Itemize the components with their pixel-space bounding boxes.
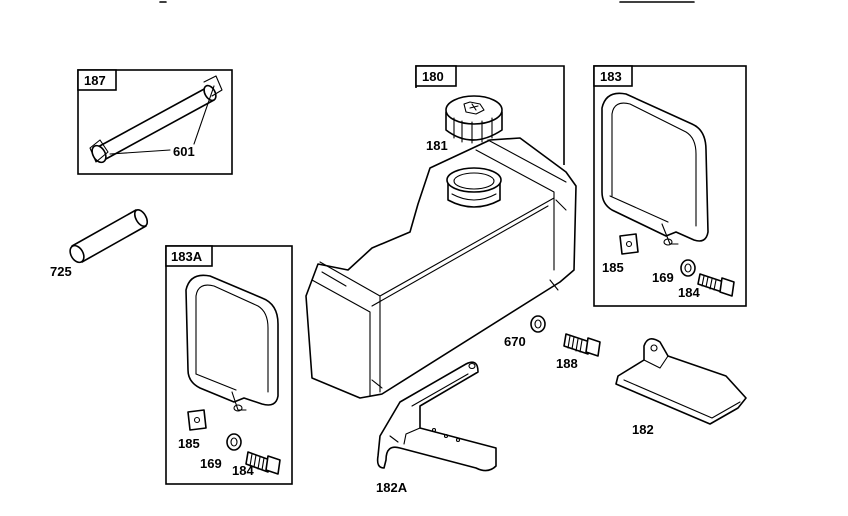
fuel-cap-181[interactable] xyxy=(445,95,503,144)
group-183-frame xyxy=(593,65,747,307)
washer-169-left[interactable] xyxy=(226,433,242,451)
leader-601 xyxy=(193,85,215,145)
part-182a-label: 182A xyxy=(376,480,408,495)
clip-185-right[interactable] xyxy=(619,233,639,255)
bolt-184-right[interactable] xyxy=(697,273,735,297)
bracket-182[interactable] xyxy=(615,338,747,425)
washer-169-right[interactable] xyxy=(680,259,696,277)
part-188-label: 188 xyxy=(556,356,578,371)
group-183a-tag-box xyxy=(165,245,213,267)
part-601-label: 601 xyxy=(173,144,195,159)
part-184-left-label: 184 xyxy=(232,463,254,478)
tank-strap-183a[interactable] xyxy=(185,274,279,412)
group-183-tag-box xyxy=(593,65,633,87)
group-183a: 183A 185 169 184 xyxy=(165,245,293,485)
part-181-label: 181 xyxy=(426,138,448,153)
group-180-tag: 180 xyxy=(422,69,444,84)
clip-185-left[interactable] xyxy=(187,409,207,431)
group-183-tag: 183 xyxy=(600,69,622,84)
group-183a-frame xyxy=(165,245,293,485)
bracket-182a[interactable] xyxy=(376,361,497,472)
group-180: 180 xyxy=(415,65,565,165)
part-185-right-label: 185 xyxy=(602,260,624,275)
part-184-right-label: 184 xyxy=(678,285,700,300)
bolt-184-left[interactable] xyxy=(245,451,281,475)
group-183a-tag: 183A xyxy=(171,249,203,264)
bolt-188[interactable] xyxy=(563,333,601,357)
leader-601 xyxy=(109,149,171,155)
part-725-label: 725 xyxy=(50,264,72,279)
part-169-left-label: 169 xyxy=(200,456,222,471)
group-187-tag-box xyxy=(77,69,117,91)
washer-670[interactable] xyxy=(530,315,546,333)
group-187: 187 601 xyxy=(77,69,233,175)
part-185-left-label: 185 xyxy=(178,436,200,451)
part-182-label: 182 xyxy=(632,422,654,437)
part-169-right-label: 169 xyxy=(652,270,674,285)
group-183: 183 185 169 184 xyxy=(593,65,747,307)
group-187-frame xyxy=(77,69,233,175)
fuel-tank[interactable] xyxy=(305,137,577,399)
tank-strap-183[interactable] xyxy=(601,92,709,246)
group-180-tag-box xyxy=(415,65,457,87)
fuel-pipe[interactable] xyxy=(89,75,223,165)
hose-725[interactable] xyxy=(67,208,150,265)
part-670-label: 670 xyxy=(504,334,526,349)
group-187-tag: 187 xyxy=(84,73,106,88)
